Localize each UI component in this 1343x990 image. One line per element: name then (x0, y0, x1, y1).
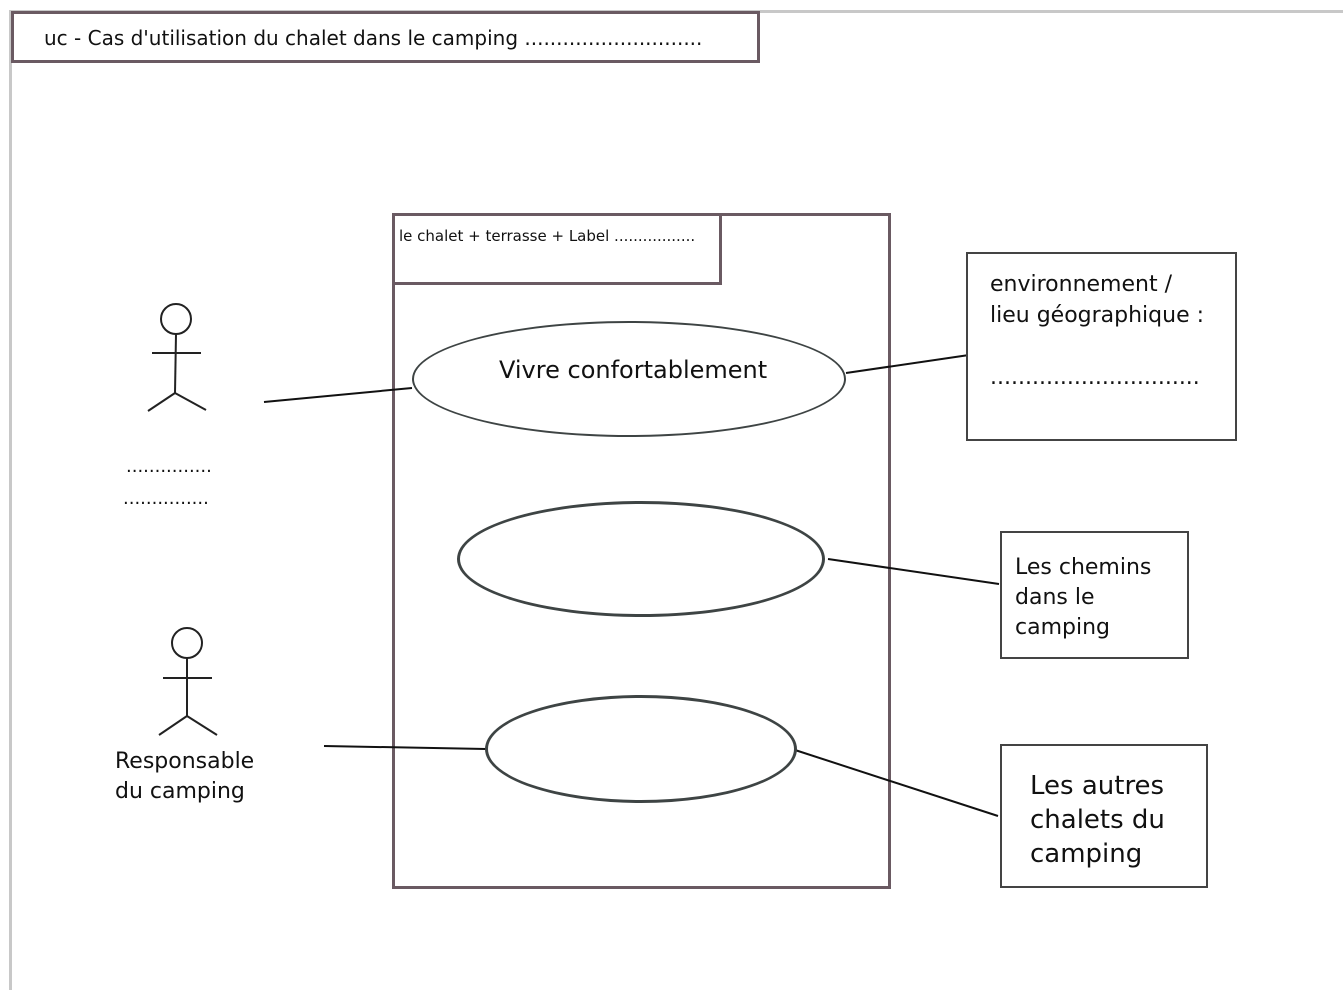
diagram-frame-left (9, 12, 12, 990)
actor-2-name-line2: du camping (115, 779, 245, 804)
association-line-chalets (794, 749, 999, 817)
actor-figure-1 (147, 303, 207, 412)
usecase-ellipse-2 (457, 501, 825, 617)
environment-box-text: environnement / lieu géographique : ....… (990, 272, 1205, 390)
usecase-label-1: Vivre confortablement (499, 356, 768, 384)
system-label: le chalet + terrasse + Label ...........… (392, 213, 722, 285)
usecase-ellipse-3 (485, 695, 797, 803)
diagram-title: uc - Cas d'utilisation du chalet dans le… (11, 11, 760, 63)
actor-1-name-line2: ............... (123, 488, 209, 509)
association-line-chemins (827, 558, 1000, 585)
association-line-environment (845, 354, 970, 374)
usecase-ellipse-1 (412, 321, 846, 437)
actor-figure-2 (158, 627, 218, 736)
chalets-box-text: Les autres chalets du camping (1030, 771, 1165, 869)
chemins-box (1000, 531, 1189, 659)
association-line-actor1 (263, 387, 413, 403)
actor-2-name-line1: Responsable (115, 749, 255, 774)
environment-box (966, 252, 1237, 441)
actor-1-name-line1: ............... (126, 456, 212, 477)
association-line-actor2 (323, 745, 487, 750)
chalets-box (1000, 744, 1208, 888)
chemins-box-text: Les chemins dans le camping (1015, 555, 1152, 640)
